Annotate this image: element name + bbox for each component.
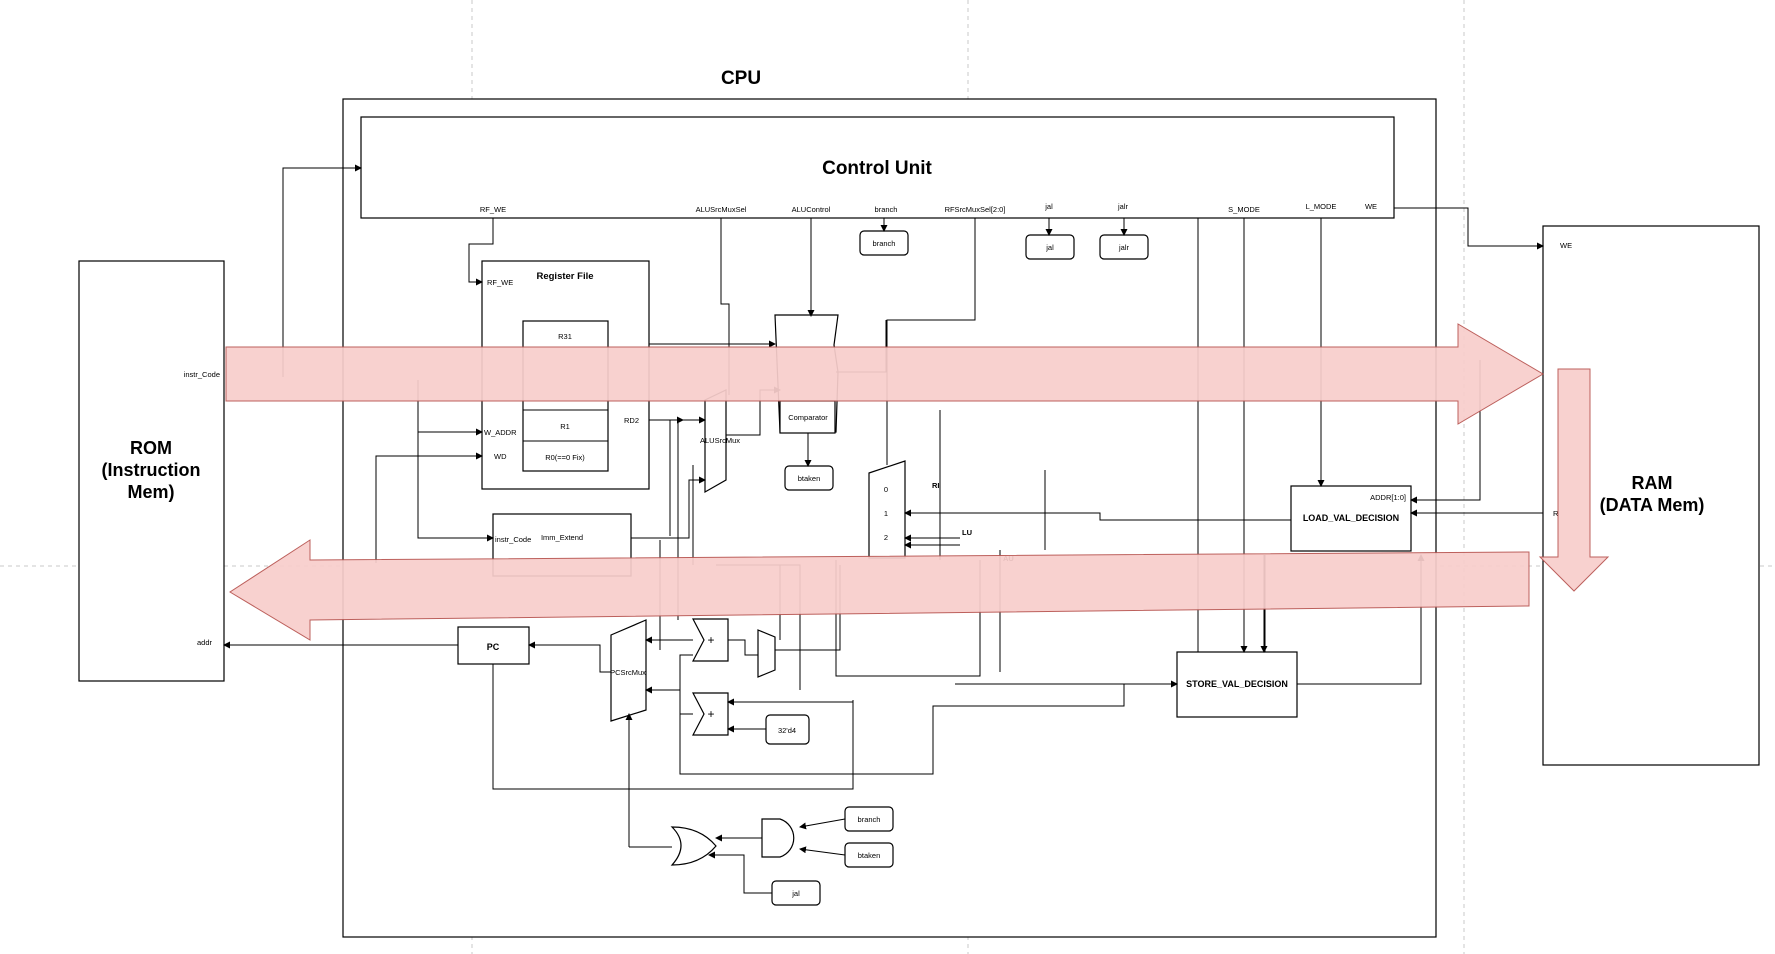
rf-w-addr-port: W_ADDR xyxy=(484,428,517,437)
signal-alusrcmuxsel: ALUSrcMuxSel xyxy=(696,205,747,214)
and-btaken-box: btaken xyxy=(844,842,894,868)
svg-text:btaken: btaken xyxy=(798,474,821,483)
pc-block: PC xyxy=(457,626,530,665)
svg-text:btaken: btaken xyxy=(858,851,881,860)
signal-jalr: jalr xyxy=(1117,202,1129,211)
signal-we: WE xyxy=(1365,202,1377,211)
register-r0: R0(==0 Fix) xyxy=(545,453,585,462)
down-flow-arrow xyxy=(1538,368,1610,592)
rfmux-label-lu: LU xyxy=(962,528,972,537)
svg-text:(DATA Mem): (DATA Mem) xyxy=(1600,495,1705,515)
branch-signal-box: branch xyxy=(859,230,909,256)
btaken-signal-box: btaken xyxy=(784,465,834,491)
register-r1: R1 xyxy=(560,422,570,431)
branch-adder: + xyxy=(692,618,729,662)
jalr-signal-box: jalr xyxy=(1099,234,1149,260)
signal-branch: branch xyxy=(875,205,898,214)
svg-text:Imm_Extend: Imm_Extend xyxy=(541,533,583,542)
signal-s-mode: S_MODE xyxy=(1228,205,1260,214)
jal-signal-box: jal xyxy=(1025,234,1075,260)
right-flow-arrow xyxy=(225,323,1544,425)
and-gate xyxy=(761,818,795,858)
signal-rf-we: RF_WE xyxy=(480,205,506,214)
svg-text:ALUSrcMux: ALUSrcMux xyxy=(700,436,740,445)
store-val-decision-block: STORE_VAL_DECISION xyxy=(1176,651,1298,718)
ram-r-port: R xyxy=(1553,509,1559,518)
svg-text:2: 2 xyxy=(884,533,888,542)
svg-text:Register File: Register File xyxy=(536,271,593,282)
pc-plus4-adder: + xyxy=(692,692,729,736)
control-unit: Control Unit RF_WE ALUSrcMuxSel ALUContr… xyxy=(360,116,1395,219)
svg-text:(Instruction: (Instruction xyxy=(102,460,201,480)
signal-l-mode: L_MODE xyxy=(1306,202,1337,211)
svg-text:+: + xyxy=(707,707,714,721)
svg-text:PC: PC xyxy=(487,642,500,652)
rom-instr-code-port: instr_Code xyxy=(184,370,220,379)
svg-text:jal: jal xyxy=(1045,243,1054,252)
rf-wd-port: WD xyxy=(494,452,507,461)
pcsrcmux: PCSrcMux xyxy=(610,619,647,722)
svg-text:instr_Code: instr_Code xyxy=(495,535,531,544)
control-unit-title: Control Unit xyxy=(822,158,932,179)
load-val-decision-block: LOAD_VAL_DECISION ADDR[1:0] xyxy=(1290,485,1412,552)
rfmux-label-ri: RI xyxy=(932,481,940,490)
or-jal-box: jal xyxy=(771,880,821,906)
cpu-title: CPU xyxy=(721,68,761,89)
svg-text:branch: branch xyxy=(873,239,896,248)
const-4-box: 32'd4 xyxy=(765,714,810,745)
svg-text:branch: branch xyxy=(858,815,881,824)
wires xyxy=(223,164,1544,894)
rom-block: ROM (Instruction Mem) instr_Code addr xyxy=(78,260,225,682)
rf-we-port: RF_WE xyxy=(487,278,513,287)
svg-text:jal: jal xyxy=(791,889,800,898)
register-r31: R31 xyxy=(558,332,572,341)
signal-jal: jal xyxy=(1044,202,1053,211)
svg-text:jalr: jalr xyxy=(1118,243,1130,252)
svg-text:Mem): Mem) xyxy=(127,482,174,502)
svg-text:32'd4: 32'd4 xyxy=(778,726,796,735)
svg-text:ADDR[1:0]: ADDR[1:0] xyxy=(1370,493,1406,502)
svg-text:PCSrcMux: PCSrcMux xyxy=(610,668,646,677)
comparator-block: Comparator xyxy=(779,400,836,434)
left-flow-arrow xyxy=(229,539,1530,641)
svg-text:0: 0 xyxy=(884,485,888,494)
jalr-mux xyxy=(757,629,776,678)
signal-alucontrol: ALUControl xyxy=(792,205,831,214)
ram-we-port: WE xyxy=(1560,241,1572,250)
svg-text:STORE_VAL_DECISION: STORE_VAL_DECISION xyxy=(1186,679,1288,689)
rf-rd2-port: RD2 xyxy=(624,416,639,425)
svg-text:Comparator: Comparator xyxy=(788,413,828,422)
signal-rfsrcmuxsel: RFSrcMuxSel[2:0] xyxy=(945,205,1006,214)
svg-text:+: + xyxy=(707,633,714,647)
rom-addr-port: addr xyxy=(197,638,213,647)
and-branch-box: branch xyxy=(844,806,894,832)
svg-text:1: 1 xyxy=(884,509,888,518)
svg-text:RAM: RAM xyxy=(1632,473,1673,493)
or-gate xyxy=(670,826,717,866)
svg-text:LOAD_VAL_DECISION: LOAD_VAL_DECISION xyxy=(1303,513,1399,523)
svg-text:ROM: ROM xyxy=(130,438,172,458)
